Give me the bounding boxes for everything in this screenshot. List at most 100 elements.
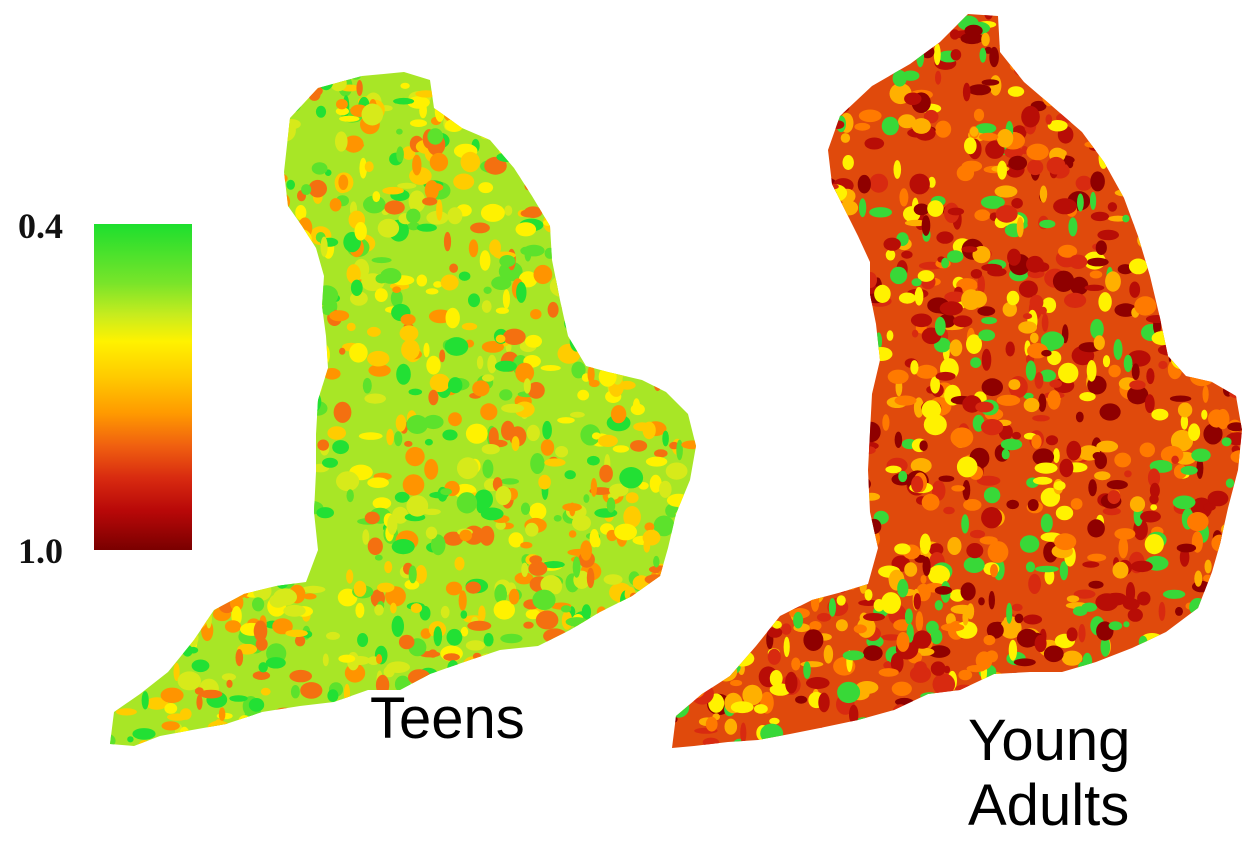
map-region [907,34,914,45]
map-region [178,87,199,95]
map-region [742,190,753,207]
map-region [1234,306,1242,323]
map-region [462,656,485,675]
map-region [481,300,492,313]
map-region [734,239,751,260]
map-region [474,489,493,510]
map-region [678,544,693,555]
map-region [268,721,279,729]
map-region [961,289,981,310]
map-region [672,648,683,663]
map-region [110,136,122,153]
map-region [756,434,770,454]
map-region [683,332,706,348]
map-region [1221,523,1234,535]
map-region [1046,156,1066,175]
map-region [447,207,463,225]
map-region [672,275,674,283]
map-region [272,618,293,635]
map-region [488,657,499,677]
map-region [672,716,675,727]
map-region [689,122,696,137]
map-region [423,414,444,430]
map-region [659,95,678,108]
map-region [130,167,154,181]
map-region [260,330,268,349]
map-region [408,190,426,213]
map-region [970,357,982,368]
map-region [141,656,149,665]
map-region [714,408,733,416]
map-region [1169,395,1192,402]
map-region [1170,74,1191,86]
map-region [1216,154,1239,174]
map-region [391,615,404,637]
map-region [129,155,143,173]
map-region [672,308,694,323]
map-region [885,249,896,261]
map-region [458,590,467,611]
map-region [780,420,791,436]
map-region [1127,385,1149,405]
map-region [201,198,218,208]
map-region [460,626,469,637]
map-region [330,75,347,92]
map-region [963,499,982,511]
map-region [814,58,824,80]
map-region [505,80,519,96]
map-region [1025,360,1036,381]
map-region [693,214,704,225]
map-region [989,46,999,68]
map-region [1124,145,1138,159]
map-region [1111,157,1134,172]
map-region [187,322,198,336]
map-region [118,154,141,175]
map-region [680,385,696,398]
map-region [1158,274,1181,292]
map-region [546,731,555,740]
map-region [688,362,696,384]
map-region [1203,423,1223,445]
map-region [627,616,650,629]
map-region [415,90,438,98]
map-region [298,521,308,531]
map-region [110,174,116,189]
map-region [1007,86,1025,97]
map-region [182,538,195,549]
map-region [504,676,518,686]
map-region [209,363,220,376]
map-region [504,116,522,137]
map-region [615,190,627,202]
map-region [180,708,192,720]
map-region [672,146,681,159]
map-region [527,382,545,399]
map-region [1092,58,1106,66]
map-region [127,206,139,216]
map-region [840,300,849,317]
map-region [238,409,255,417]
map-region [1130,560,1153,573]
map-region [589,629,612,639]
map-region [329,310,350,322]
map-region [748,610,772,628]
map-region [1108,364,1121,378]
map-region [819,545,831,568]
map-region [253,374,268,386]
map-region [677,302,686,322]
map-region [152,337,169,345]
map-region [808,417,824,434]
map-region [258,538,279,547]
map-region [967,84,992,96]
map-region [479,525,495,546]
map-region [243,170,251,180]
map-region [532,589,556,610]
map-region [764,482,780,503]
map-region [1093,335,1105,351]
map-region [791,318,804,333]
map-region [346,322,356,332]
map-region [746,494,758,509]
map-region [326,631,340,640]
map-region [632,161,650,183]
map-region [215,719,222,728]
map-region [722,340,734,360]
